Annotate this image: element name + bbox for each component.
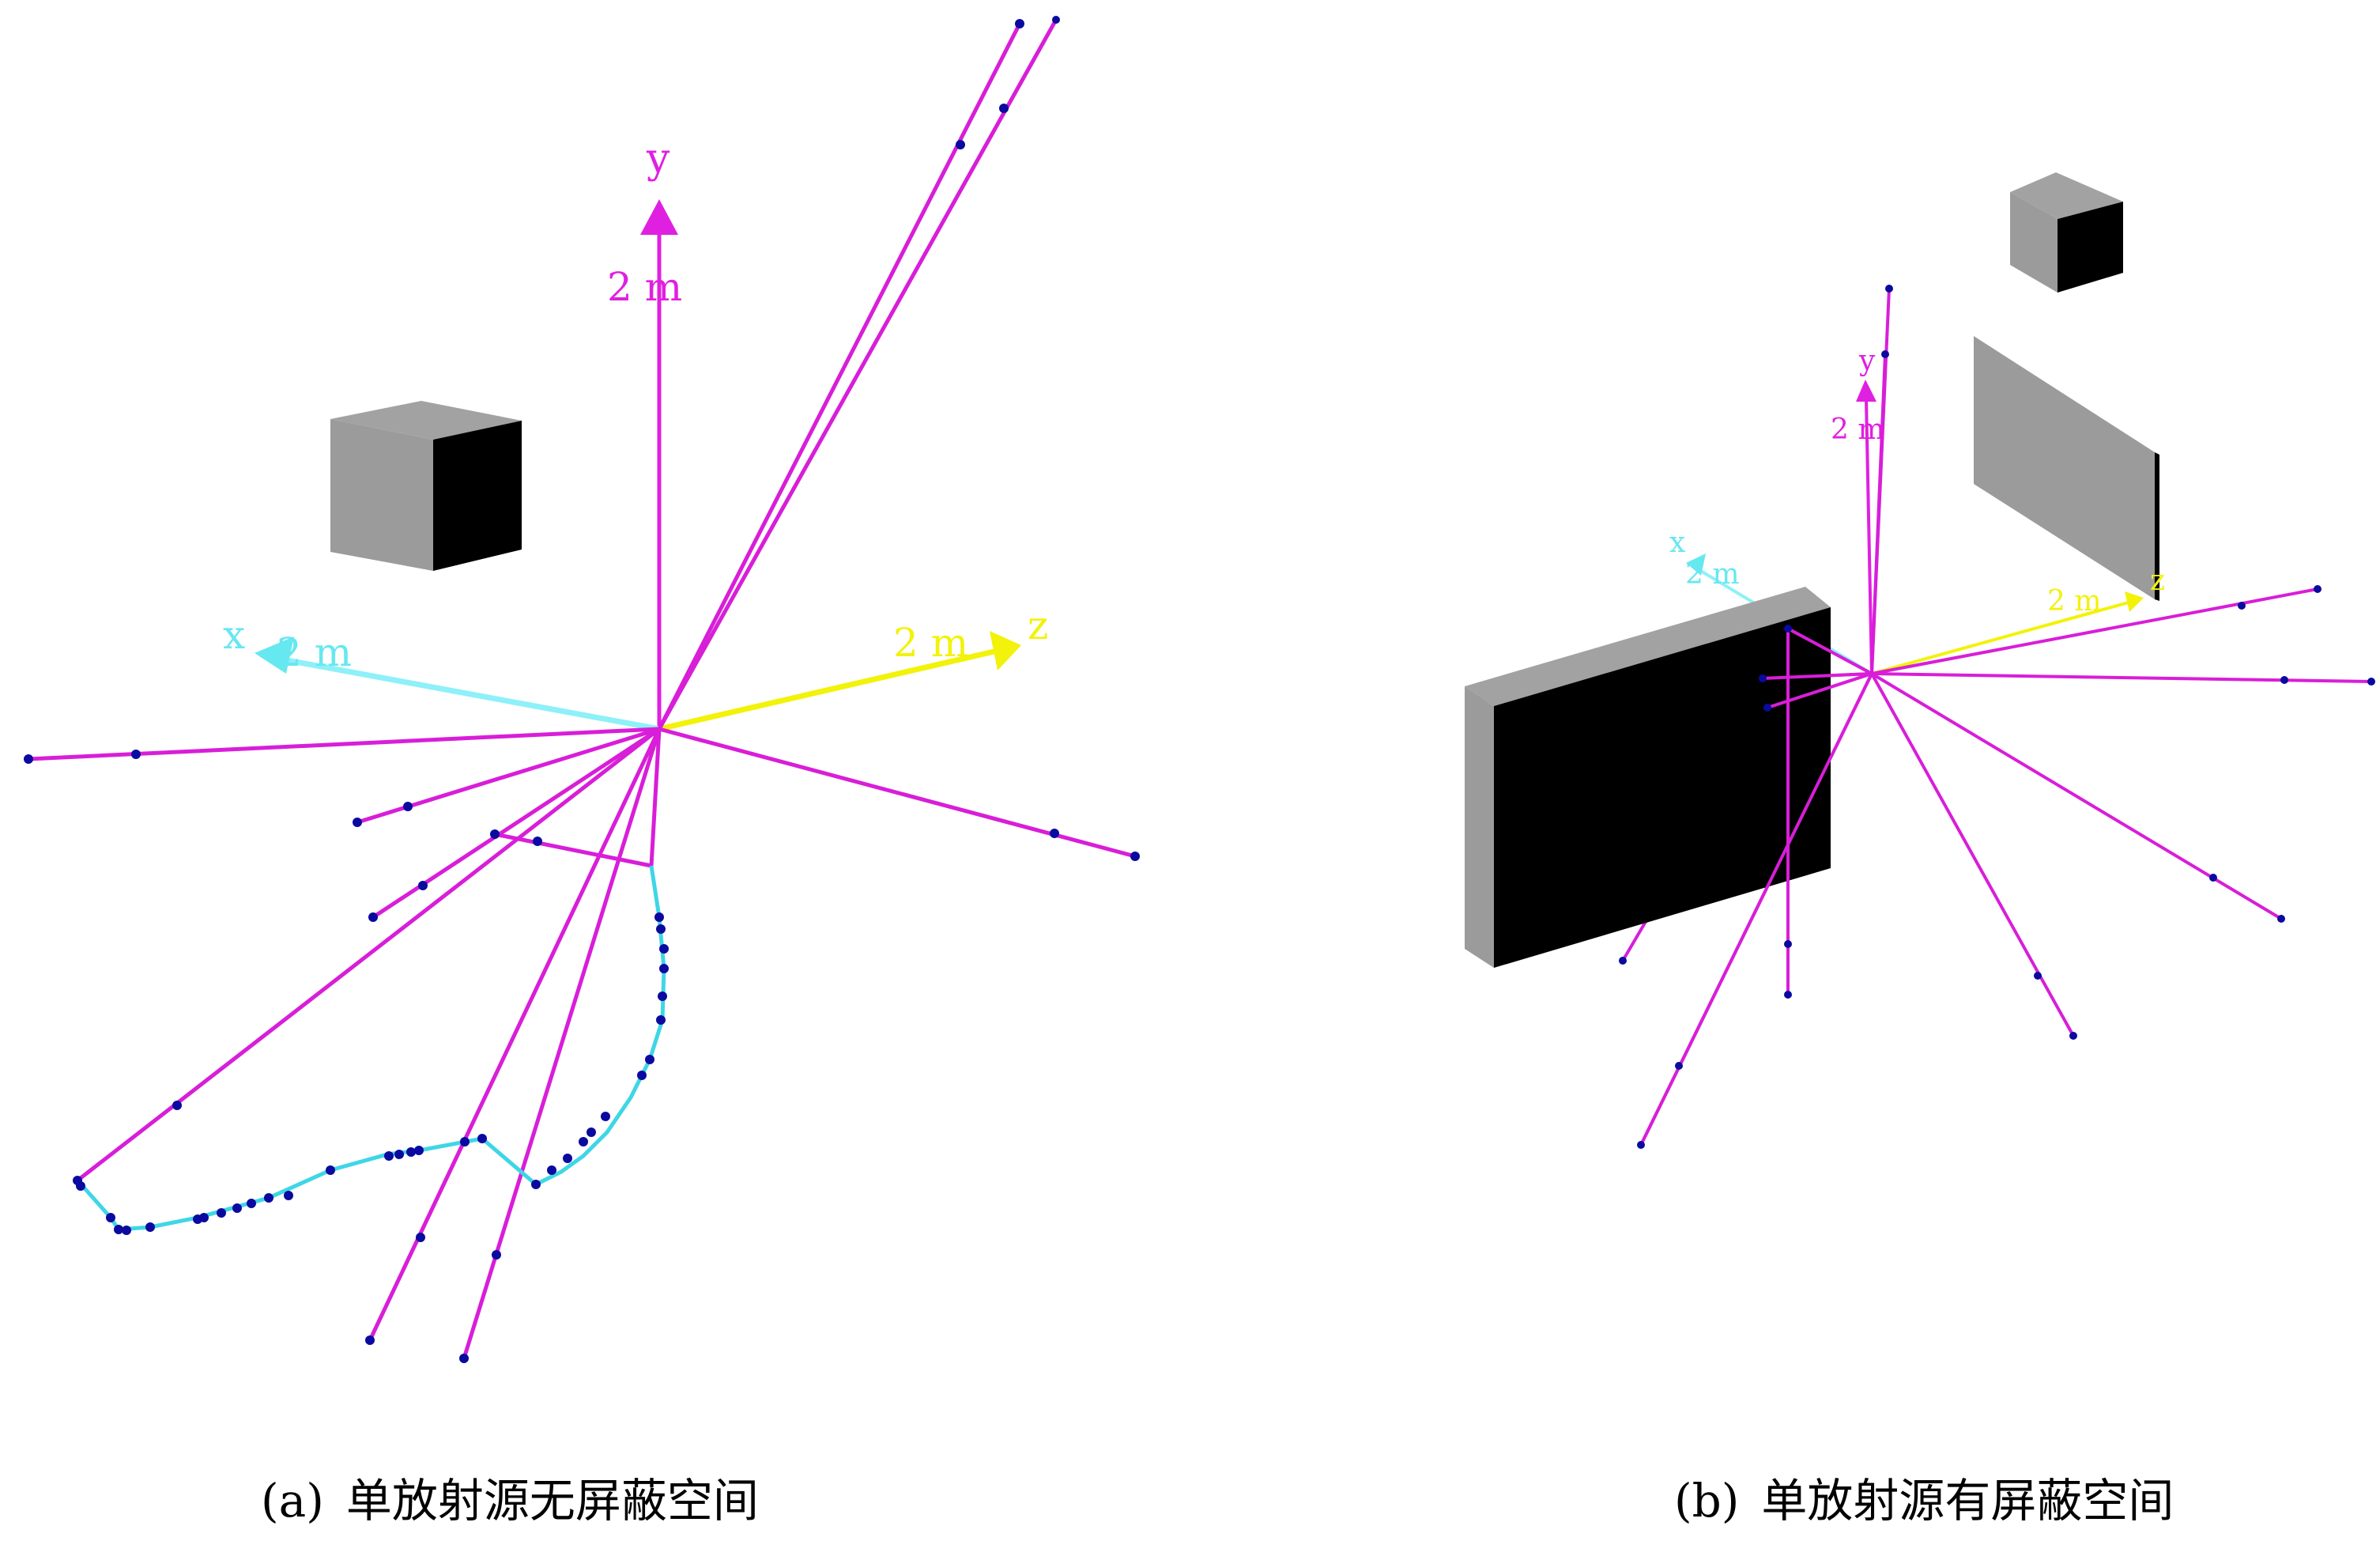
ray — [1870, 672, 2283, 920]
ray — [28, 727, 660, 761]
panel-a: y 2 m x 2 m z 2 m — [24, 16, 1140, 1363]
cube-front-face — [2010, 192, 2058, 293]
ray — [1871, 672, 2372, 683]
wall-front-face — [1494, 607, 1831, 968]
ray — [1870, 353, 1887, 674]
y-axis-label: y — [646, 135, 670, 183]
scatter-track-a — [77, 865, 666, 1232]
y-axis-scale-label: 2 m — [607, 264, 682, 310]
x-axis-label: x — [223, 612, 245, 658]
thin-shield-plate — [1974, 336, 2159, 601]
panel-b: y 2 m x 2 m z 2 m — [1465, 172, 2375, 1149]
cube-side-face — [433, 421, 522, 571]
y-axis-scale-label: 2 m — [1831, 414, 1884, 446]
z-axis-arrowhead — [990, 631, 1021, 670]
interaction-points-a — [24, 16, 1140, 1363]
caption-b: (b) 单放射源有屏蔽空间 — [1674, 1469, 2174, 1532]
y-axis-arrowhead — [640, 199, 678, 235]
x-axis-label: x — [1669, 527, 1685, 559]
caption-a-tag: (a) — [261, 1474, 324, 1528]
cube-top-face — [2010, 172, 2123, 219]
z-axis-scale-label: 2 m — [893, 620, 968, 666]
caption-b-text: 单放射源有屏蔽空间 — [1761, 1474, 2174, 1528]
ray — [368, 727, 662, 1342]
ray — [76, 727, 661, 1182]
ray — [657, 18, 1058, 731]
caption-b-tag: (b) — [1674, 1474, 1740, 1528]
z-axis-line — [658, 648, 998, 732]
caption-a: (a) 单放射源无屏蔽空间 — [261, 1469, 759, 1532]
y-axis-arrowhead — [1856, 380, 1876, 402]
ray — [1762, 672, 1873, 680]
z-axis-line — [1871, 599, 2135, 675]
source-cube-a — [330, 401, 522, 571]
cube-front-face — [330, 419, 433, 571]
axes-a: y 2 m x 2 m z 2 m — [223, 135, 1048, 732]
ray — [462, 728, 662, 1359]
ray — [494, 832, 652, 868]
plate-face — [1974, 336, 2155, 599]
x-axis-scale-label: 2 m — [1685, 558, 1739, 591]
cube-side-face — [2058, 202, 2123, 293]
x-axis-scale-label: 2 m — [277, 629, 352, 675]
large-shield-wall — [1465, 587, 1831, 968]
x-axis-line — [277, 655, 660, 732]
ray — [658, 727, 1136, 859]
x-axis-arrowhead — [255, 636, 294, 674]
y-axis-label: y — [1858, 345, 1876, 377]
z-axis-arrowhead — [2125, 591, 2144, 612]
ray — [1767, 672, 1873, 709]
z-axis-label: z — [2150, 565, 2165, 597]
cube-top-face — [330, 401, 522, 440]
caption-a-text: 单放射源无屏蔽空间 — [345, 1474, 759, 1528]
wall-top-face — [1465, 587, 1831, 706]
z-axis-label: z — [1028, 602, 1048, 648]
plate-edge — [2155, 452, 2159, 601]
source-cube-b — [2010, 172, 2123, 293]
x-axis-arrowhead — [1686, 553, 1706, 576]
ray — [1870, 673, 2075, 1037]
z-axis-scale-label: 2 m — [2047, 585, 2101, 618]
y-axis-line — [1865, 398, 1873, 674]
interaction-points-b — [1619, 285, 2375, 1149]
ray — [649, 728, 662, 867]
ray — [1787, 627, 1873, 675]
wall-side-face — [1465, 686, 1494, 968]
